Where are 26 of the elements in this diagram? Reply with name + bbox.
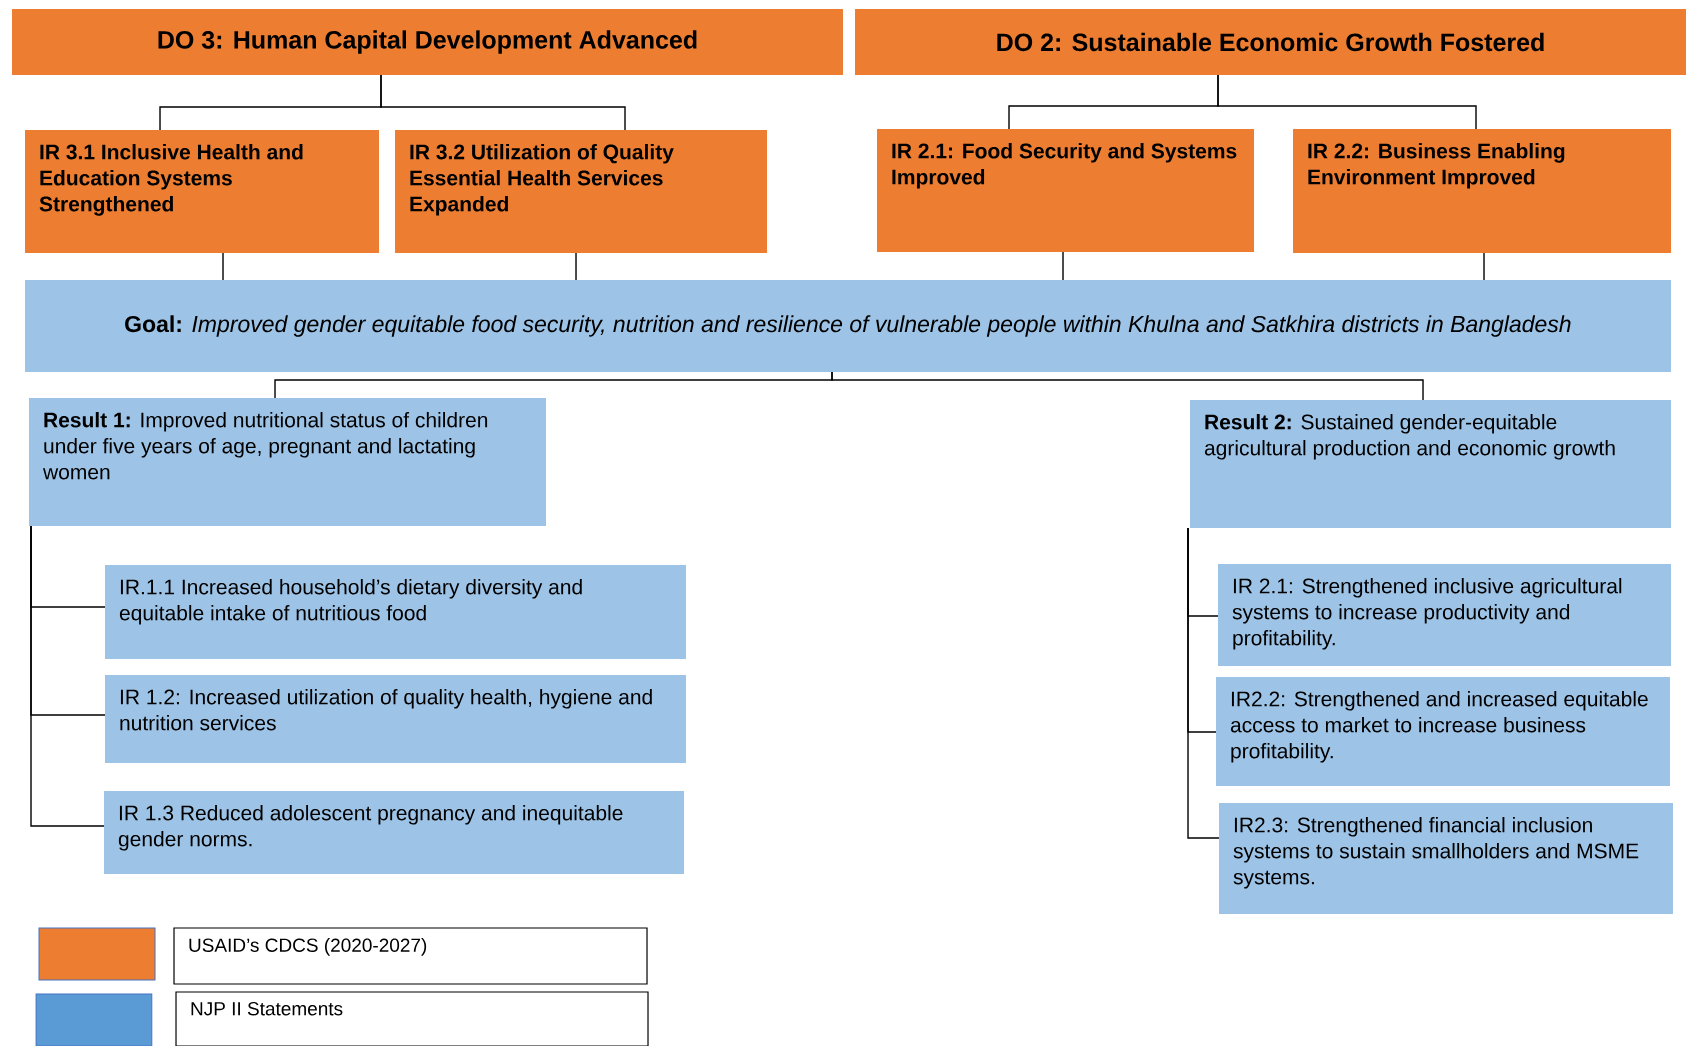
connector-line	[1217, 74, 1477, 130]
objective-box: IR 2.2: Business Enabling Environment Improved	[1293, 129, 1671, 253]
result-box: Result 1: Improved nutritional status of children under five years of age, pregnant and lactating women	[29, 398, 546, 526]
connector-line	[1062, 251, 1064, 281]
legend-label: NJP II Statements	[175, 991, 649, 1046]
connector-line	[831, 371, 1424, 401]
objective-box: IR 2.1: Food Security and Systems Improved	[877, 129, 1254, 252]
result-box: IR 1.2: Increased utilization of quality health, hygiene and nutrition services	[105, 675, 686, 763]
result-box: IR 2.1: Strengthened inclusive agricultural systems to increase productivity and profitability.	[1218, 564, 1671, 666]
result-box: IR 1.3 Reduced adolescent pregnancy and inequitable gender norms.	[104, 791, 684, 874]
result-box: Result 2: Sustained gender-equitable agricultural production and economic growth	[1190, 400, 1671, 528]
objective-box: IR 3.2 Utilization of Quality Essential Health Services Expanded	[395, 130, 767, 253]
connector-line	[1187, 527, 1220, 839]
connector-line	[1483, 252, 1485, 281]
connector-line	[222, 252, 224, 281]
goal-box: Goal: Improved gender equitable food security, nutrition and resilience of vulnerable people within Khulna and Satkhira districts in Bangladesh	[25, 280, 1671, 372]
objective-box: IR 3.1 Inclusive Health and Education Systems Strengthened	[25, 130, 379, 253]
result-box: IR.1.1 Increased household’s dietary diversity and equitable intake of nutritious food	[105, 565, 686, 659]
connector-line	[380, 74, 626, 131]
result-box: IR2.3: Strengthened financial inclusion systems to sustain smallholders and MSME systems.	[1219, 803, 1673, 914]
objective-box: DO 2: Sustainable Economic Growth Fostered	[855, 9, 1686, 75]
legend-label: USAID’s CDCS (2020-2027)	[173, 927, 648, 985]
result-box: IR2.2: Strengthened and increased equitable access to market to increase business profitability.	[1216, 677, 1670, 786]
connector-line	[575, 252, 577, 281]
objective-box: DO 3: Human Capital Development Advanced	[12, 9, 843, 75]
connector-line	[30, 525, 105, 827]
